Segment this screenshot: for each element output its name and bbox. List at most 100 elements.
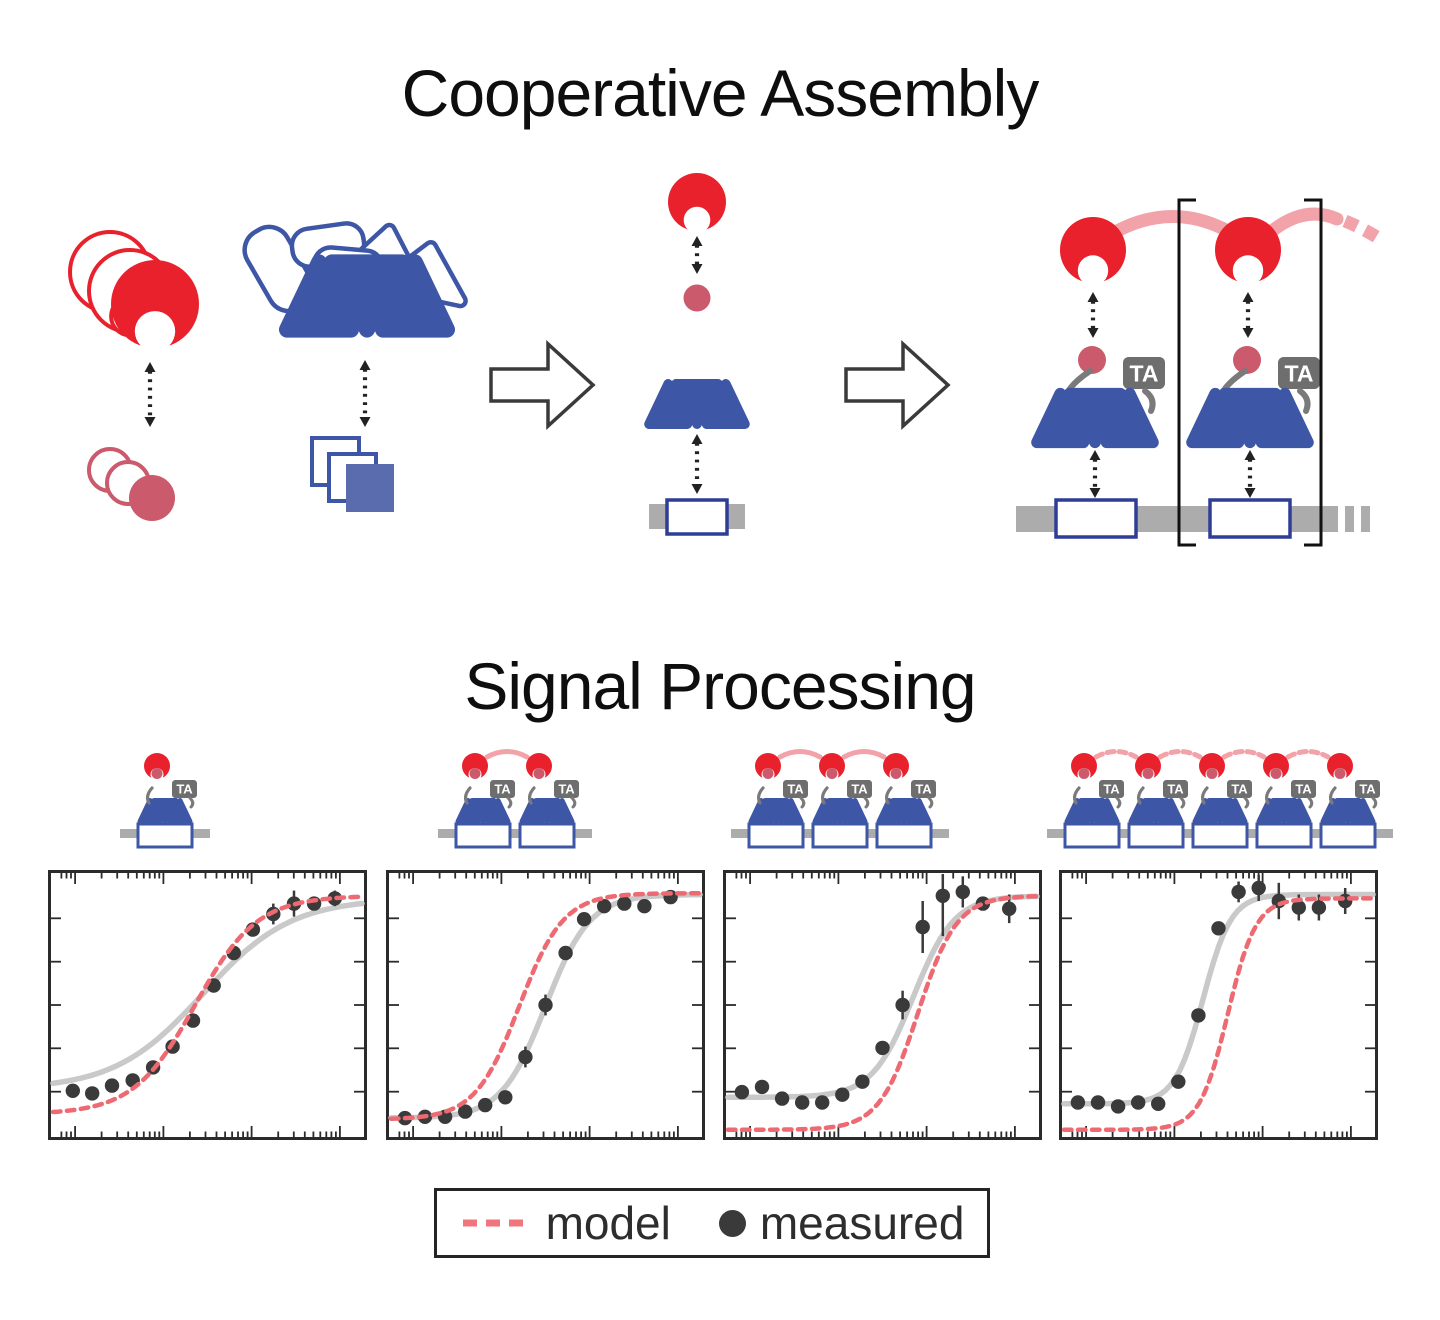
dna-operator bbox=[1016, 498, 1370, 539]
dna-site-outline-icon bbox=[747, 822, 805, 849]
ta-tag: TA bbox=[1099, 780, 1124, 798]
linker-icon bbox=[1072, 786, 1081, 805]
equilibrium-arrow-icon bbox=[691, 236, 703, 274]
linker-icon bbox=[463, 786, 472, 805]
chart-legend: model measured bbox=[434, 1188, 990, 1258]
activator-pacman-icon bbox=[883, 753, 909, 779]
dna-site-outline-icon bbox=[1191, 822, 1249, 849]
dose-response-plot-4 bbox=[1058, 869, 1379, 1141]
dna-bar-icon bbox=[438, 829, 592, 838]
step-arrow-icon bbox=[489, 340, 596, 430]
activator-pacman-icon bbox=[755, 753, 781, 779]
promoter-icon-2-sites: TA TA bbox=[438, 749, 592, 849]
equilibrium-arrow-icon bbox=[359, 360, 371, 427]
ta-tag: TA bbox=[1227, 780, 1252, 798]
ligand-icon bbox=[890, 768, 902, 779]
trimer-icon bbox=[812, 798, 868, 824]
activator-pacman-icon bbox=[819, 753, 845, 779]
linker-icon bbox=[1264, 786, 1273, 805]
step-arrow-icon bbox=[844, 340, 951, 430]
linker-icon bbox=[1243, 796, 1250, 809]
dna-site-icon bbox=[346, 464, 394, 512]
cooperativity-arc-icon bbox=[1265, 207, 1344, 238]
cooperativity-arc-icon bbox=[1285, 749, 1331, 760]
signal-processing-title: Signal Processing bbox=[464, 649, 976, 723]
ta-tag-label: TA bbox=[1103, 782, 1120, 797]
arrow-right-icon bbox=[489, 340, 596, 430]
ta-tag: TA bbox=[490, 780, 515, 798]
dna-site-outline-icon bbox=[454, 822, 512, 849]
dna-site-outline-icon bbox=[136, 822, 194, 849]
trimer-icon bbox=[1064, 798, 1120, 824]
ta-tag-label: TA bbox=[851, 782, 868, 797]
bracket-left-icon bbox=[1177, 198, 1196, 547]
linker-icon bbox=[506, 796, 513, 809]
dna-operator bbox=[649, 498, 745, 536]
legend-measured-label: measured bbox=[759, 1197, 965, 1249]
linker-icon bbox=[799, 796, 806, 809]
ta-tag-label: TA bbox=[494, 782, 511, 797]
linker-icon bbox=[820, 786, 829, 805]
trimer-icon bbox=[519, 798, 575, 824]
linker-icon bbox=[527, 786, 536, 805]
activator-pacman-icon bbox=[526, 753, 552, 779]
linker-icon bbox=[145, 786, 154, 805]
activator-pacman-icon bbox=[144, 753, 170, 779]
cooperativity-arc-icon bbox=[1110, 210, 1231, 238]
trimer-icon bbox=[1192, 798, 1248, 824]
dose-response-plot-3 bbox=[722, 869, 1043, 1141]
ligand-icon bbox=[151, 768, 163, 779]
linker-icon bbox=[1179, 796, 1186, 809]
activator-pacman-icon bbox=[1215, 217, 1281, 286]
dose-response-plot-2 bbox=[385, 869, 706, 1141]
activator-pacman-icon bbox=[1263, 753, 1289, 779]
ligand-icon bbox=[1078, 768, 1090, 779]
ligand-icon bbox=[1334, 768, 1346, 779]
ta-tag: TA bbox=[554, 780, 579, 798]
ligand-icon bbox=[533, 768, 545, 779]
trimer-icon bbox=[1256, 798, 1312, 824]
dna-site-outline-icon bbox=[875, 822, 933, 849]
arrow-right-icon bbox=[844, 340, 951, 430]
ligand-icon bbox=[1078, 346, 1106, 374]
ta-tag: TA bbox=[172, 780, 197, 798]
cooperative-assembly-title: Cooperative Assembly bbox=[401, 56, 1040, 130]
activator-pacman-icon bbox=[462, 753, 488, 779]
dna-site-outline-icon bbox=[1127, 822, 1185, 849]
linker-icon bbox=[1115, 796, 1122, 809]
activator-pacman-icon bbox=[1135, 753, 1161, 779]
cooperativity-arc-icon bbox=[1157, 749, 1203, 760]
ta-tag-label: TA bbox=[176, 782, 193, 797]
model-dash-icon bbox=[462, 1219, 529, 1227]
activator-pacman-icon bbox=[1071, 753, 1097, 779]
trimer-icon bbox=[876, 798, 932, 824]
linker-icon bbox=[1200, 786, 1209, 805]
ta-tag: TA bbox=[1291, 780, 1316, 798]
ta-tag-label: TA bbox=[1359, 782, 1376, 797]
ligand-icon bbox=[683, 284, 711, 312]
trimer-icon bbox=[279, 254, 455, 338]
ta-tag: TA bbox=[1355, 780, 1380, 798]
dose-response-plot-1 bbox=[47, 869, 368, 1141]
ta-tag-label: TA bbox=[1295, 782, 1312, 797]
cooperativity-arc-icon bbox=[1093, 749, 1139, 760]
equilibrium-arrow-icon bbox=[1242, 292, 1254, 338]
ta-tag-label: TA bbox=[1285, 360, 1314, 386]
activator-pacman-icon bbox=[668, 173, 726, 234]
legend-model-label: model bbox=[545, 1197, 671, 1249]
linker-icon bbox=[863, 796, 870, 809]
ta-tag: TA bbox=[911, 780, 936, 798]
cooperativity-arc-icon bbox=[777, 749, 823, 760]
dna-site-outline-icon bbox=[811, 822, 869, 849]
linker-icon bbox=[1307, 796, 1314, 809]
ligand-icon bbox=[1142, 768, 1154, 779]
ligand-icon bbox=[762, 768, 774, 779]
ligand-icon bbox=[469, 768, 481, 779]
dna-site-outline-icon bbox=[1255, 822, 1313, 849]
dna-site-outline-icon bbox=[1063, 822, 1121, 849]
linker-icon bbox=[1328, 786, 1337, 805]
dna-site-outline-icon bbox=[1319, 822, 1377, 849]
